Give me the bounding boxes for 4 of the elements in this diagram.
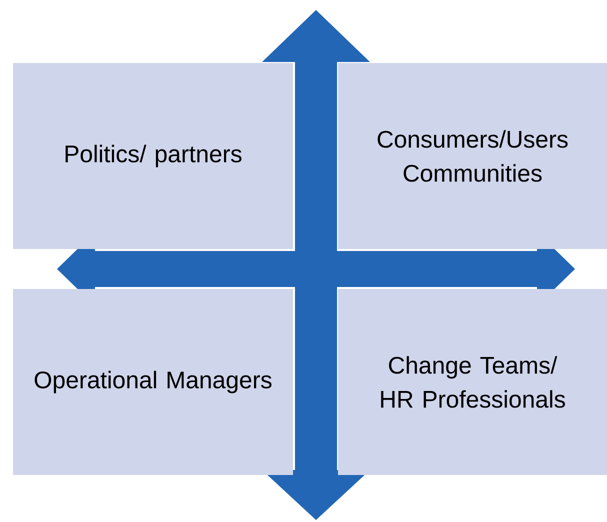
quadrant-box: Change Teams/ HR Professionals (338, 289, 607, 475)
quadrant-box: Consumers/Users Communities (338, 63, 607, 249)
quadrant-box: Politics/ partners (13, 63, 293, 249)
quadrant-box: Operational Managers (13, 289, 293, 475)
